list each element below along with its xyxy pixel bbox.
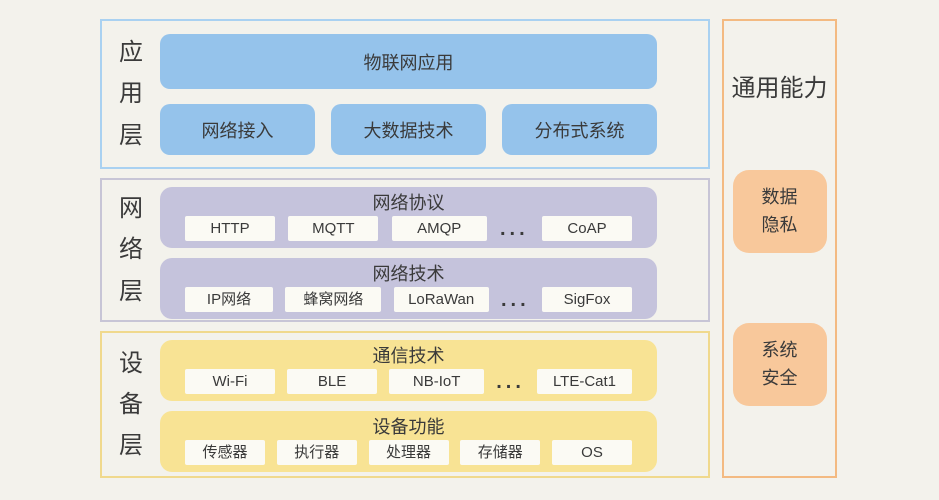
- network-layer-section: 网络层 网络协议 HTTP MQTT AMQP ... CoAP 网络技术: [100, 178, 710, 322]
- chip-nbiot: NB-IoT: [389, 369, 485, 394]
- network-technologies-chips: IP网络 蜂窝网络 LoRaWan ... SigFox: [185, 287, 632, 312]
- application-layer-label-text: 应用层: [119, 39, 143, 149]
- network-layer-label: 网络层: [102, 180, 160, 320]
- network-technologies-group: 网络技术 IP网络 蜂窝网络 LoRaWan ... SigFox: [160, 258, 657, 319]
- application-sub-boxes: 网络接入 大数据技术 分布式系统: [160, 104, 657, 155]
- device-layer-label: 设备层: [102, 333, 160, 476]
- chip-actuator: 执行器: [276, 440, 357, 465]
- network-protocols-chips: HTTP MQTT AMQP ... CoAP: [185, 216, 632, 241]
- chip-storage: 存储器: [460, 440, 541, 465]
- chip-lorawan: LoRaWan: [393, 287, 489, 312]
- chip-amqp: AMQP: [391, 216, 487, 241]
- device-functions-chips: 传感器 执行器 处理器 存储器 OS: [185, 440, 632, 465]
- communication-tech-chips: Wi-Fi BLE NB-IoT ... LTE-Cat1: [185, 369, 632, 394]
- common-capabilities-title: 通用能力: [731, 75, 828, 102]
- system-security-box: 系统安全: [732, 323, 827, 406]
- communication-tech-group: 通信技术 Wi-Fi BLE NB-IoT ... LTE-Cat1: [160, 340, 657, 401]
- chip-coap: CoAP: [541, 216, 632, 241]
- network-access-box: 网络接入: [160, 104, 315, 155]
- ellipsis-dots: ...: [496, 370, 525, 393]
- data-privacy-label: 数据隐私: [761, 186, 798, 235]
- ellipsis-dots: ...: [499, 217, 529, 240]
- device-layer-section: 设备层 通信技术 Wi-Fi BLE NB-IoT ... LTE-Cat1 设…: [100, 331, 710, 478]
- layers-stack: 应用层 物联网应用 网络接入 大数据技术 分布式系统 网络层 网络协议 HTTP: [100, 19, 710, 478]
- chip-http: HTTP: [185, 216, 275, 241]
- communication-tech-title: 通信技术: [372, 346, 445, 366]
- application-layer-content: 物联网应用 网络接入 大数据技术 分布式系统: [160, 21, 708, 167]
- network-layer-label-text: 网络层: [119, 195, 143, 305]
- chip-wifi: Wi-Fi: [185, 369, 275, 394]
- chip-processor: 处理器: [368, 440, 449, 465]
- network-layer-content: 网络协议 HTTP MQTT AMQP ... CoAP 网络技术 IP网络 蜂…: [160, 180, 708, 320]
- iot-application-box: 物联网应用: [160, 34, 657, 89]
- device-layer-content: 通信技术 Wi-Fi BLE NB-IoT ... LTE-Cat1 设备功能 …: [160, 333, 708, 476]
- network-protocols-group: 网络协议 HTTP MQTT AMQP ... CoAP: [160, 187, 657, 248]
- chip-ip-network: IP网络: [185, 287, 273, 312]
- system-security-label: 系统安全: [761, 339, 798, 388]
- device-functions-group: 设备功能 传感器 执行器 处理器 存储器 OS: [160, 411, 657, 472]
- data-privacy-box: 数据隐私: [732, 170, 827, 253]
- big-data-tech-box: 大数据技术: [331, 104, 486, 155]
- device-layer-label-text: 设备层: [119, 349, 143, 460]
- chip-cellular-network: 蜂窝网络: [285, 287, 382, 312]
- chip-mqtt: MQTT: [288, 216, 379, 241]
- distributed-systems-box: 分布式系统: [502, 104, 657, 155]
- common-capabilities-panel: 通用能力 数据隐私 系统安全: [722, 19, 837, 478]
- device-functions-title: 设备功能: [372, 417, 445, 437]
- application-layer-label: 应用层: [102, 21, 160, 167]
- chip-lte-cat1: LTE-Cat1: [536, 369, 632, 394]
- chip-os: OS: [552, 440, 632, 465]
- chip-sigfox: SigFox: [541, 287, 632, 312]
- chip-ble: BLE: [287, 369, 378, 394]
- network-protocols-title: 网络协议: [372, 193, 445, 213]
- chip-sensor: 传感器: [185, 440, 265, 465]
- network-technologies-title: 网络技术: [372, 264, 445, 284]
- application-layer-section: 应用层 物联网应用 网络接入 大数据技术 分布式系统: [100, 19, 710, 169]
- ellipsis-dots: ...: [500, 288, 530, 311]
